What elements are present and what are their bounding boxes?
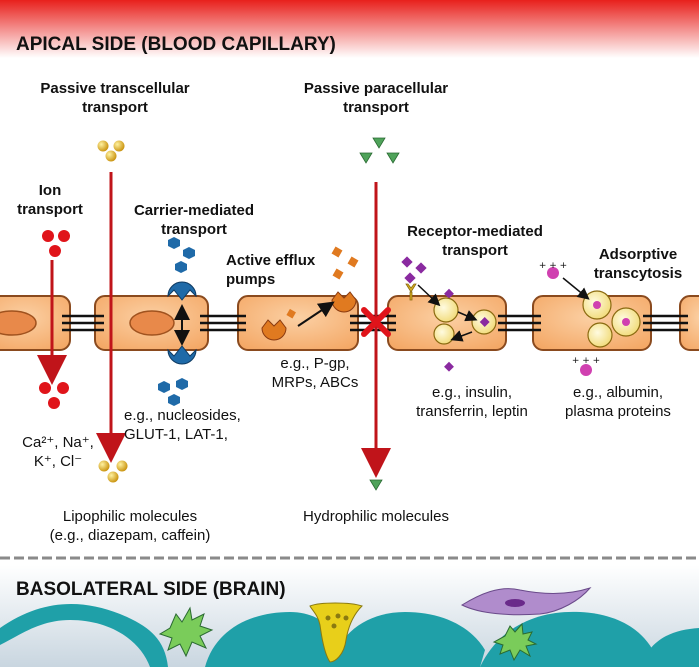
carrier-mediated-title: Carrier-mediated transport <box>133 202 255 238</box>
vesicle-icon <box>433 323 455 345</box>
nucleus <box>129 310 175 336</box>
nucleus <box>0 310 37 336</box>
transporter-icon <box>167 281 197 301</box>
astrocyte-icon <box>0 587 699 667</box>
lipophilic-label: Lipophilic molecules (e.g., diazepam, ca… <box>49 508 211 544</box>
basolateral-header: BASOLATERAL SIDE (BRAIN) <box>16 579 286 600</box>
cationic-protein-icon: + + + + + + <box>539 261 600 376</box>
svg-text:+ + +: + + + <box>539 261 567 271</box>
transporter-icon <box>167 345 197 365</box>
vesicle-icon <box>433 297 459 323</box>
efflux-pump-icon <box>261 291 357 341</box>
adsorptive-title: Adsorptive transcytosis <box>593 246 683 282</box>
receptor-examples: e.g., insulin, transferrin, leptin <box>416 384 528 420</box>
efflux-examples: e.g., P-gp, MRPs, ABCs <box>271 355 359 391</box>
apical-header: APICAL SIDE (BLOOD CAPILLARY) <box>16 34 336 55</box>
gold-molecule-icon <box>97 140 128 483</box>
block-x-icon <box>361 307 391 337</box>
active-efflux-title: Active efflux pumps <box>226 252 316 288</box>
carrier-examples: e.g., nucleosides, GLUT-1, LAT-1, <box>124 407 241 443</box>
passive-transcellular-title: Passive transcellular transport <box>40 80 190 116</box>
passive-paracellular-title: Passive paracellular transport <box>303 80 449 116</box>
ion-transport-title: Ion transport <box>17 182 83 218</box>
hydrophilic-label: Hydrophilic molecules <box>303 508 449 525</box>
blue-molecule-icon <box>158 237 195 406</box>
svg-text:+ + +: + + + <box>572 356 600 366</box>
apical-band <box>0 0 699 58</box>
purple-molecule-icon <box>401 256 454 372</box>
green-triangle-icon <box>359 137 400 491</box>
orange-molecule-icon <box>286 246 359 319</box>
ion-cluster-icon <box>39 230 70 409</box>
ion-examples: Ca²⁺, Na⁺, K⁺, Cl⁻ <box>22 434 94 470</box>
receptor-icon <box>405 283 417 301</box>
receptor-mediated-title: Receptor-mediated transport <box>407 223 543 259</box>
adsorptive-examples: e.g., albumin, plasma proteins <box>565 384 671 420</box>
vesicle-icon <box>587 322 613 348</box>
